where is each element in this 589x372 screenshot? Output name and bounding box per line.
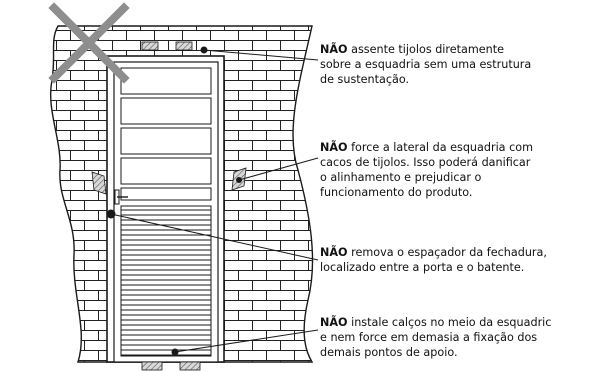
shim-bottom-left: [141, 361, 163, 371]
callout-dot-lock: [106, 209, 116, 219]
door-frame: [106, 55, 225, 363]
door-louvers: [121, 209, 211, 356]
shim-left: [91, 171, 107, 195]
cross-mark-icon: [48, 2, 130, 84]
note-text: o alinhamento e prejudicar o: [320, 171, 482, 184]
note-text: demais pontos de apoio.: [320, 346, 458, 359]
note-text: assente tijolos diretamente: [347, 43, 505, 56]
note-text: force a lateral da esquadria com: [347, 141, 533, 154]
note-lock-spacer: NÃO remova o espaçador da fechadura, loc…: [320, 245, 547, 275]
note-bricks-on-frame: NÃO assente tijolos diretamente sobre a …: [320, 42, 531, 87]
note-keyword: NÃO: [320, 316, 348, 329]
note-text: de sustentação.: [320, 73, 410, 86]
note-text: sobre a esquadria sem uma estrutura: [320, 58, 532, 71]
shim-bottom-right: [179, 361, 201, 371]
note-keyword: NÃO: [320, 246, 348, 259]
callout-leaders: [110, 49, 319, 353]
note-force-side: NÃO force a lateral da esquadria com cac…: [320, 140, 533, 200]
callout-dot-right: [236, 177, 242, 183]
note-text: e nem force em demasia a fixação dos: [320, 331, 538, 344]
note-shims-middle: NÃO instale calços no meio da esquadric …: [320, 315, 551, 360]
shim-top-left: [141, 41, 159, 51]
note-keyword: NÃO: [320, 141, 348, 154]
callout-dot-bottom: [171, 348, 179, 356]
callout-dot-top: [200, 46, 208, 54]
note-keyword: NÃO: [320, 43, 348, 56]
door-handle: [114, 189, 128, 205]
note-text: cacos de tijolos. Isso poderá danificar: [320, 156, 531, 169]
note-text: instale calços no meio da esquadric: [347, 316, 552, 329]
shim-top-right: [175, 41, 193, 51]
note-text: funcionamento do produto.: [320, 186, 473, 199]
note-text: remova o espaçador da fechadura,: [347, 246, 547, 259]
note-text: localizado entre a porta e o batente.: [320, 261, 525, 274]
